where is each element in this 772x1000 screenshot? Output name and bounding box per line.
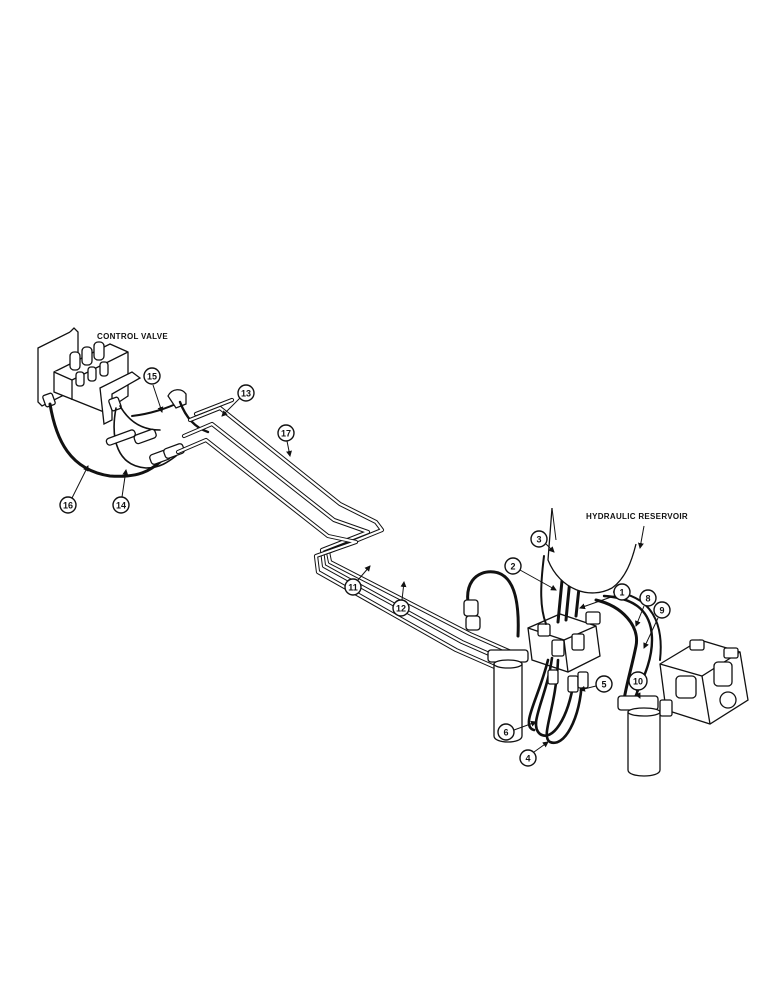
callout-2: 2 — [510, 562, 515, 572]
callout-8: 8 — [645, 594, 650, 604]
callout-6: 6 — [503, 728, 508, 738]
callout-circle-2 — [504, 557, 522, 575]
callout-11: 11 — [348, 583, 358, 593]
callout-13: 13 — [241, 389, 251, 399]
callout-circle-4 — [519, 749, 537, 767]
callout-3: 3 — [536, 535, 541, 545]
priority-valve-assembly — [527, 555, 601, 745]
callout-15: 15 — [147, 372, 157, 382]
callout-circle-8 — [639, 589, 657, 607]
callout-circle-16 — [59, 496, 77, 514]
callout-circle-14 — [112, 496, 130, 514]
callout-9: 9 — [659, 606, 664, 616]
callout-circle-5 — [595, 675, 613, 693]
callout-16: 16 — [63, 501, 73, 511]
callout-4: 4 — [525, 754, 530, 764]
filter-left — [463, 570, 529, 743]
hose-loop-left — [48, 389, 210, 478]
callout-17: 17 — [281, 429, 291, 439]
callout-10: 10 — [633, 677, 643, 687]
callout-circle-9 — [653, 601, 671, 619]
callout-circle-6 — [497, 723, 515, 741]
callout-circle-17 — [277, 424, 295, 442]
pump-and-filter-right — [594, 591, 749, 777]
control-valve-label: CONTROL VALVE — [97, 332, 168, 341]
rigid-tube-bundle — [175, 397, 523, 675]
callout-5: 5 — [601, 680, 606, 690]
hydraulic-reservoir — [547, 507, 637, 594]
callout-circle-1 — [613, 583, 631, 601]
callout-circle-3 — [530, 530, 548, 548]
hydraulic-reservoir-label: HYDRAULIC RESERVOIR — [586, 512, 688, 521]
callout-circle-10 — [628, 671, 648, 691]
callout-circle-15 — [143, 367, 161, 385]
control-valve-assembly — [37, 327, 142, 425]
callout-circle-13 — [237, 384, 255, 402]
callout-14: 14 — [116, 501, 126, 511]
callout-12: 12 — [396, 604, 406, 614]
callout-1: 1 — [619, 588, 624, 598]
callout-circle-12 — [392, 599, 410, 617]
callout-circle-11 — [344, 578, 362, 596]
